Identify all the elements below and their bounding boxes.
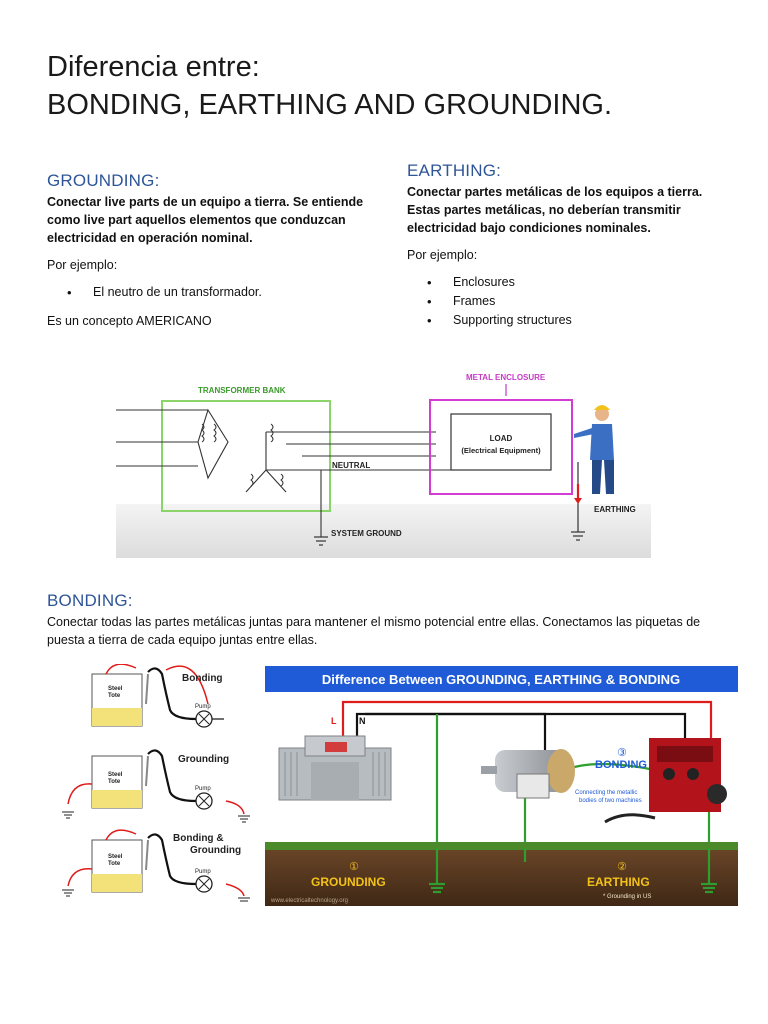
- earthing-example-label: Por ejemplo:: [407, 248, 478, 262]
- tote-label-tote: Tote: [108, 779, 121, 785]
- diagram-banner: [265, 666, 738, 692]
- earthing-definition-line-3: electricidad bajo condiciones nominales.: [407, 221, 651, 235]
- watermark: www.electricaltechnology.org: [270, 898, 348, 904]
- tote-label-grounding: Grounding: [178, 754, 229, 765]
- incoming-lines: [116, 408, 456, 537]
- earthing-ground-symbol: [571, 531, 585, 541]
- grass: [265, 842, 738, 850]
- transformer-image: [278, 735, 392, 801]
- page-title: Diferencia entre: BONDING, EARTHING AND …: [47, 48, 612, 124]
- bonding-heading: BONDING:: [47, 591, 133, 610]
- bonding-note-line-2: bodies of two machines: [579, 798, 642, 804]
- load-box: [450, 413, 552, 471]
- neutral-label: NEUTRAL: [332, 461, 370, 470]
- floor: [116, 504, 651, 558]
- tote-label-tote: Tote: [108, 861, 121, 867]
- tote-label-tote: Tote: [108, 693, 121, 699]
- tote-label-steel: Steel: [108, 854, 123, 860]
- bonding-note-line-1: Connecting the metallic: [575, 790, 637, 796]
- earthing-heading: EARTHING:: [407, 161, 502, 180]
- list-item: El neutro de un transformador.: [47, 283, 262, 302]
- title-line-1: Diferencia entre:: [47, 51, 260, 83]
- earthing-definition-line-1: Conectar partes metálicas de los equipos…: [407, 185, 703, 199]
- transformer-coils: [201, 423, 284, 487]
- num-2: ②: [617, 861, 627, 873]
- earthing-definition-line-2: Estas partes metálicas, no deberían tran…: [407, 203, 681, 217]
- earthing-definition: Conectar partes metálicas de los equipos…: [407, 183, 702, 237]
- earthing-label: EARTHING: [594, 505, 636, 514]
- list-item: Enclosures: [407, 273, 572, 292]
- num-1: ①: [349, 861, 359, 873]
- tote-label-bonding-and: Bonding &: [173, 833, 224, 844]
- earthing-bullet-list: Enclosures Frames Supporting structures: [407, 273, 572, 330]
- live-label: L: [331, 716, 337, 726]
- earthing-arrow-head: [574, 498, 582, 504]
- bonding-callout: BONDING: [595, 759, 647, 771]
- grounding-definition-line-2: como live part aquellos elementos que co…: [47, 213, 346, 227]
- ground-rods: [429, 848, 717, 894]
- system-ground-label: SYSTEM GROUND: [331, 529, 402, 538]
- metal-enclosure-label: METAL ENCLOSURE: [466, 373, 546, 382]
- earthing-callout: EARTHING: [587, 875, 650, 889]
- metal-enclosure-box: [429, 399, 573, 495]
- tote-bonding: Steel Tote Pump: [91, 664, 224, 728]
- system-ground-symbol: [314, 536, 328, 546]
- soil: [265, 846, 738, 906]
- num-3: ③: [617, 747, 627, 759]
- transformer-bank-label: TRANSFORMER BANK: [198, 386, 286, 395]
- tote-label-bonding: Bonding: [182, 673, 223, 684]
- grounding-definition: Conectar live parts de un equipo a tierr…: [47, 193, 363, 247]
- load-label: LOAD: [490, 434, 513, 443]
- pump-label: Pump: [195, 704, 211, 710]
- worker-figure: [574, 405, 614, 494]
- bonding-definition-line-1: Conectar todas las partes metálicas junt…: [47, 615, 701, 629]
- grounding-us-note: * Grounding in US: [603, 894, 651, 900]
- motor-image: [481, 749, 575, 799]
- tote-grounding: Steel Tote Pump: [62, 749, 250, 823]
- grounding-definition-line-1: Conectar live parts de un equipo a tierr…: [47, 195, 364, 209]
- grounding-earthing-bonding-diagram: Difference Between GROUNDING, EARTHING &…: [265, 662, 738, 906]
- grounding-note: Es un concepto AMERICANO: [47, 314, 212, 328]
- bonding-definition-line-2: puesta a tierra de cada equipo juntas en…: [47, 633, 318, 647]
- title-line-2: BONDING, EARTHING AND GROUNDING.: [47, 89, 613, 121]
- tote-bonding-diagram: Steel Tote Pump Bonding Steel Tote Pump …: [56, 664, 258, 904]
- tote-bonding-grounding: Steel Tote Pump: [62, 829, 250, 902]
- transformer-earthing-diagram: TRANSFORMER BANK NEUTRAL SYSTEM GROUND M…: [116, 362, 651, 558]
- grounding-definition-line-3: electricidad en operación nominal.: [47, 231, 253, 245]
- tote-label-steel: Steel: [108, 772, 123, 778]
- welder-image: [604, 738, 727, 824]
- list-item: Supporting structures: [407, 311, 572, 330]
- bonding-definition: Conectar todas las partes metálicas junt…: [47, 613, 700, 649]
- tote-label-steel: Steel: [108, 686, 123, 692]
- pump-label: Pump: [195, 869, 211, 875]
- pump-label: Pump: [195, 786, 211, 792]
- list-item: Frames: [407, 292, 572, 311]
- grounding-callout: GROUNDING: [311, 875, 386, 889]
- grounding-heading: GROUNDING:: [47, 171, 160, 190]
- neutral-label-n: N: [359, 716, 366, 726]
- load-sub-label: (Electrical Equipment): [461, 446, 541, 455]
- tote-label-grounding-2: Grounding: [190, 845, 241, 856]
- diagram-banner-title: Difference Between GROUNDING, EARTHING &…: [322, 672, 680, 687]
- grounding-bullet-list: El neutro de un transformador.: [47, 283, 262, 302]
- grounding-example-label: Por ejemplo:: [47, 258, 118, 272]
